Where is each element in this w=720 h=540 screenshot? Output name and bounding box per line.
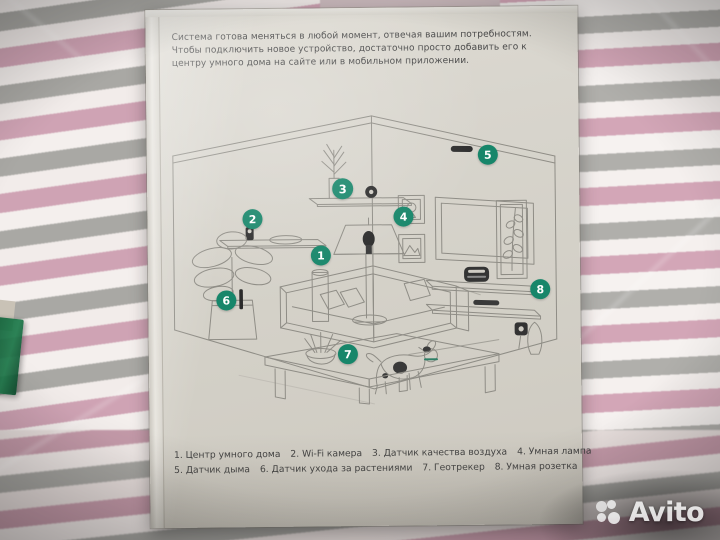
legend-item-5: 5. Датчик дыма: [174, 464, 251, 476]
shelf-camera: [219, 235, 327, 249]
legend-row-2: 5. Датчик дыма 6. Датчик ухода за растен…: [174, 459, 577, 478]
plant-care-sensor-device: [239, 289, 244, 310]
floor-vase: [527, 321, 543, 355]
vase-with-branches: [321, 143, 347, 199]
remote-control-device: [473, 299, 500, 306]
legend-item-7: 7. Геотрекер: [422, 461, 485, 474]
legend-item-2: 2. Wi-Fi камера: [290, 448, 363, 460]
badge-label: 1: [316, 248, 325, 262]
product-box: Система готова меняться в любой момент, …: [145, 5, 592, 529]
side-column: [311, 268, 330, 323]
legend: 1. Центр умного дома 2. Wi-Fi камера 3. …: [173, 444, 592, 478]
television: [434, 196, 535, 265]
badge-label: 6: [222, 293, 231, 307]
badge-3: 3: [332, 178, 354, 200]
badge-5: 5: [477, 144, 498, 165]
wall-picture-botanical: [495, 199, 528, 280]
avito-dots-logo-icon: [595, 499, 622, 526]
badge-label: 5: [483, 148, 492, 162]
badge-4: 4: [393, 206, 414, 227]
badge-8: 8: [530, 279, 551, 300]
badge-2: 2: [242, 209, 263, 230]
legend-item-8: 8. Умная розетка: [494, 460, 578, 473]
badge-label: 2: [248, 212, 257, 226]
legend-item-3: 3. Датчик качества воздуха: [371, 446, 508, 459]
room-shell: [172, 115, 558, 390]
shelf-air-sensor: [308, 197, 412, 207]
room-illustration: 1 2 3 4 5 6 7 8: [166, 104, 561, 408]
badge-label: 8: [536, 282, 545, 296]
badge-7: 7: [337, 344, 359, 365]
tv-stand: [425, 279, 542, 320]
avito-wordmark: Avito: [628, 497, 705, 528]
floor-line: [238, 374, 375, 405]
wifi-camera-device: [245, 227, 254, 241]
badge-label: 7: [344, 347, 352, 361]
floor-lamp: [333, 217, 405, 326]
legend-item-6: 6. Датчик ухода за растениями: [259, 462, 413, 476]
air-quality-sensor-device: [365, 185, 378, 198]
smoke-detector-device: [450, 145, 473, 153]
badge-label: 4: [399, 210, 408, 224]
legend-item-1: 1. Центр умного дома: [173, 448, 281, 462]
avito-watermark: Avito: [595, 497, 705, 528]
coffee-table: [264, 333, 500, 405]
sofa: [279, 265, 481, 349]
smart-socket-device: [514, 322, 528, 349]
legend-item-4: 4. Умная лампа: [517, 445, 592, 458]
decor-bowl-with-sticks: [304, 331, 342, 365]
room-illustration-svg: [172, 115, 558, 405]
smart-home-hub-device: [464, 266, 490, 282]
badge-6: 6: [216, 290, 237, 311]
smart-lamp-bulb: [362, 230, 375, 254]
wall-picture-small-bottom: [398, 233, 426, 264]
intro-paragraph: Система готова меняться в любой момент, …: [171, 29, 532, 70]
badge-1: 1: [310, 245, 331, 266]
badge-label: 3: [338, 181, 347, 196]
